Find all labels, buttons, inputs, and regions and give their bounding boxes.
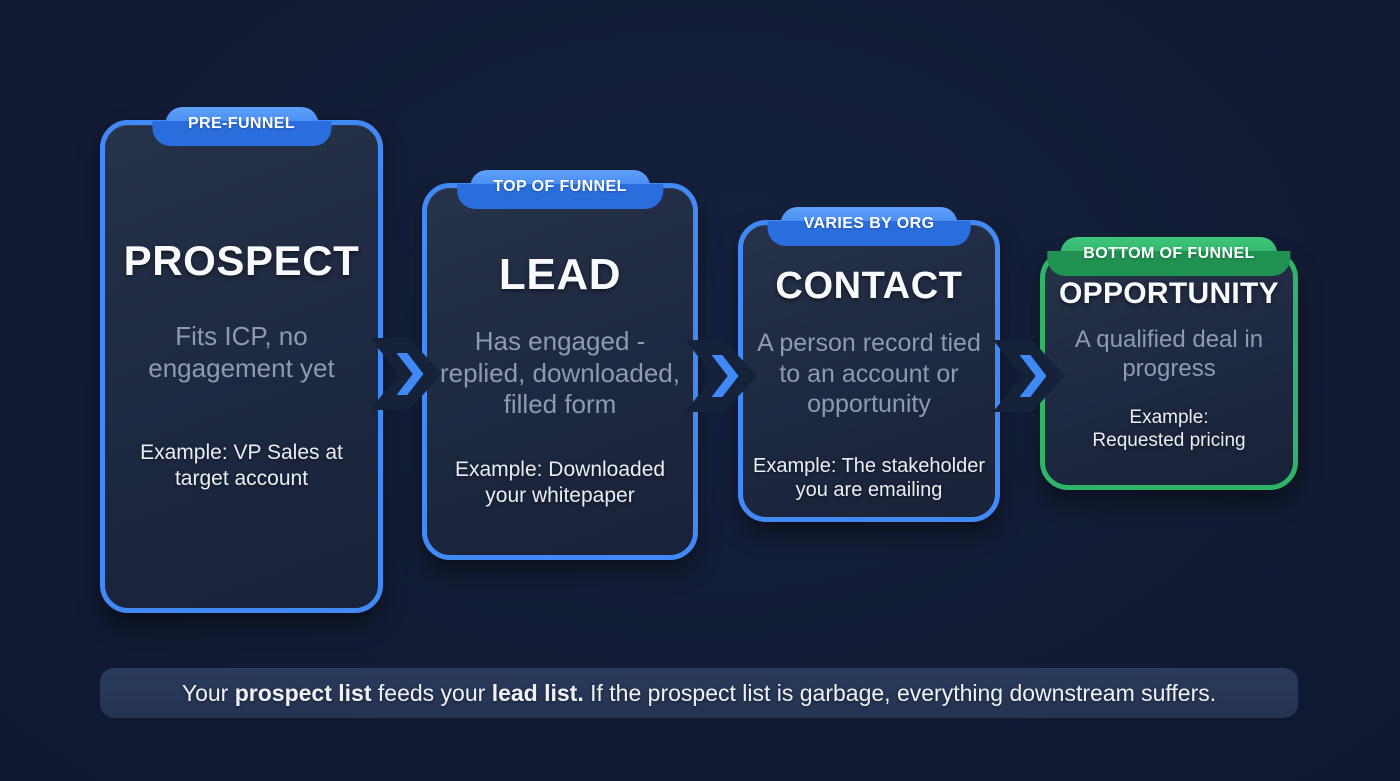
footer-highlight: lead list.: [491, 679, 584, 706]
footer-note: Your prospect list feeds your lead list.…: [100, 668, 1298, 718]
stage-badge: VARIES BY ORG: [767, 207, 971, 246]
stage-title: OPPORTUNITY: [1059, 277, 1279, 310]
stage-title: PROSPECT: [123, 237, 360, 284]
chevron-right-icon: [396, 353, 424, 395]
stage-description: Fits ICP, no engagement yet: [148, 321, 335, 383]
footer-note-text: Your prospect list feeds your lead list.…: [182, 680, 1216, 707]
stage-badge: TOP OF FUNNEL: [457, 170, 663, 209]
footer-text-segment: feeds your: [371, 679, 492, 706]
stage-description: A qualified deal in progress: [1074, 326, 1264, 383]
stage-card-contact: VARIES BY ORG CONTACT A person record ti…: [738, 207, 1000, 522]
footer-text-segment: Your: [181, 679, 235, 706]
stage-example: Example: Downloaded your whitepaper: [454, 458, 666, 507]
footer-highlight: prospect list: [234, 679, 372, 706]
footer-text-segment: If the prospect list is garbage, everyth…: [583, 679, 1217, 706]
chevron-right-icon: [1019, 355, 1047, 397]
stage-title: LEAD: [498, 250, 622, 299]
stage-description: Has engaged - replied, downloaded, fille…: [440, 326, 680, 420]
stage-badge: PRE-FUNNEL: [151, 107, 332, 146]
stage-badge: BOTTOM OF FUNNEL: [1047, 237, 1292, 276]
chevron-right-icon: [711, 355, 739, 397]
stage-card-opportunity: BOTTOM OF FUNNEL OPPORTUNITY A qualified…: [1040, 237, 1298, 490]
stage-example: Example: VP Sales at target account: [140, 441, 343, 491]
stage-description: A person record tied to an account or op…: [757, 329, 981, 418]
stage-example: Example: The stakeholder you are emailin…: [753, 454, 985, 501]
stage-example: Example: Requested pricing: [1092, 406, 1246, 451]
stage-card-prospect: PRE-FUNNEL PROSPECT Fits ICP, no engagem…: [100, 107, 383, 613]
stage-title: CONTACT: [775, 265, 963, 307]
stage-card-lead: TOP OF FUNNEL LEAD Has engaged - replied…: [422, 170, 698, 560]
